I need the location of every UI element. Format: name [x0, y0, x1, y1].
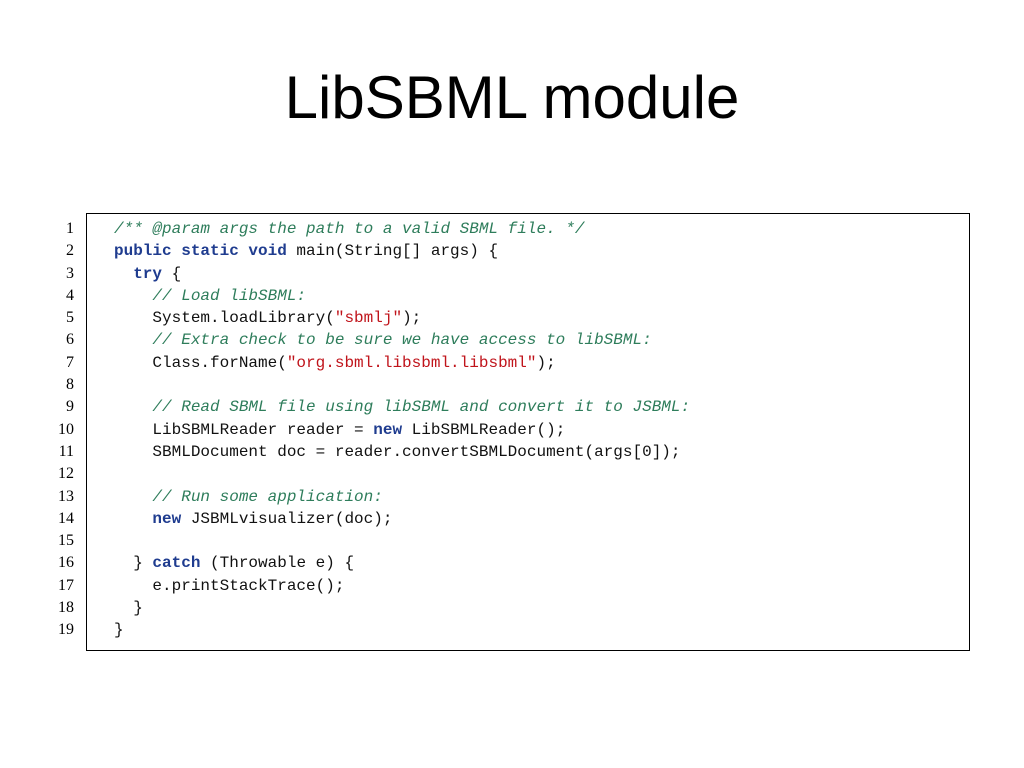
code-token-plain: main(String[] args) {	[286, 242, 499, 261]
code-indent	[114, 421, 152, 439]
code-token-plain: JSBMLvisualizer(doc);	[181, 509, 393, 528]
code-token-plain: LibSBMLReader reader =	[152, 420, 374, 439]
code-line: // Run some application:	[114, 486, 690, 508]
code-token-plain: System.loadLibrary(	[152, 309, 335, 328]
code-indent	[114, 265, 133, 283]
code-indent	[114, 287, 152, 305]
code-indent	[114, 577, 152, 595]
code-token-plain: Class.forName(	[152, 353, 287, 372]
code-line: // Load libSBML:	[114, 285, 690, 307]
code-indent	[114, 554, 133, 572]
code-token-comment: // Extra check to be sure we have access…	[152, 331, 652, 350]
code-indent	[114, 331, 152, 349]
code-line	[114, 374, 690, 396]
code-token-keyword: new	[373, 420, 403, 439]
line-number: 15	[58, 532, 74, 550]
code-token-plain: );	[536, 353, 556, 372]
code-token-plain: (Throwable e) {	[200, 554, 355, 573]
code-indent	[114, 488, 152, 506]
code-token-comment: // Load libSBML:	[152, 286, 307, 305]
code-token-plain: );	[402, 309, 422, 328]
code-line: }	[114, 597, 690, 619]
line-number: 7	[66, 353, 74, 371]
code-token-string: "sbmlj"	[334, 309, 403, 328]
line-number: 3	[66, 264, 74, 282]
line-number: 6	[66, 331, 74, 349]
line-number: 10	[58, 420, 74, 438]
code-line: LibSBMLReader reader = new LibSBMLReader…	[114, 419, 690, 441]
line-number: 8	[66, 376, 74, 394]
line-number: 12	[58, 465, 74, 483]
code-indent	[114, 443, 152, 461]
code-listing-frame	[86, 213, 970, 651]
line-number: 2	[66, 242, 74, 260]
line-number: 9	[66, 398, 74, 416]
code-line: SBMLDocument doc = reader.convertSBMLDoc…	[114, 441, 690, 463]
code-token-plain: }	[133, 554, 153, 573]
code-token-string: "org.sbml.libsbml.libsbml"	[286, 353, 537, 372]
code-token-comment: // Read SBML file using libSBML and conv…	[152, 398, 691, 417]
code-indent	[114, 599, 133, 617]
code-line: e.printStackTrace();	[114, 575, 690, 597]
code-line: public static void main(String[] args) {	[114, 240, 690, 262]
line-number: 16	[58, 554, 74, 572]
code-token-keyword: catch	[152, 554, 201, 573]
code-line	[114, 530, 690, 552]
code-line: // Read SBML file using libSBML and conv…	[114, 396, 690, 418]
code-line: /** @param args the path to a valid SBML…	[114, 218, 690, 240]
code-indent	[114, 398, 152, 416]
line-number: 1	[66, 220, 74, 237]
code-token-plain: SBMLDocument doc = reader.convertSBMLDoc…	[152, 442, 681, 461]
code-line: } catch (Throwable e) {	[114, 552, 690, 574]
line-number: 13	[58, 487, 74, 505]
slide-title: LibSBML module	[284, 64, 740, 131]
code-line	[114, 463, 690, 485]
line-number: 17	[58, 576, 74, 594]
code-line: try {	[114, 263, 690, 285]
code-token-plain: LibSBMLReader();	[402, 420, 566, 439]
code-token-comment: /** @param args the path to a valid SBML…	[114, 220, 585, 238]
code-line: // Extra check to be sure we have access…	[114, 329, 690, 351]
line-number: 5	[66, 309, 74, 327]
code-line: System.loadLibrary("sbmlj");	[114, 307, 690, 329]
line-number: 18	[58, 599, 74, 617]
line-number: 4	[66, 286, 74, 304]
code-token-plain: e.printStackTrace();	[152, 576, 345, 595]
code-indent	[114, 354, 152, 372]
code-indent	[114, 510, 152, 528]
code-indent	[114, 309, 152, 327]
line-number: 19	[58, 621, 74, 639]
code-token-keyword: try	[133, 264, 163, 283]
code-token-plain: }	[133, 599, 143, 618]
line-number: 14	[58, 509, 74, 527]
code-line: new JSBMLvisualizer(doc);	[114, 508, 690, 530]
code-token-plain: }	[114, 621, 124, 640]
code-token-comment: // Run some application:	[152, 487, 383, 506]
code-line: }	[114, 619, 690, 641]
code-listing: /** @param args the path to a valid SBML…	[114, 218, 690, 642]
code-line: Class.forName("org.sbml.libsbml.libsbml"…	[114, 352, 690, 374]
line-number: 11	[58, 442, 74, 460]
code-token-keyword: new	[152, 509, 182, 528]
code-token-keyword: public static void	[114, 242, 287, 261]
code-token-plain: {	[162, 264, 182, 283]
